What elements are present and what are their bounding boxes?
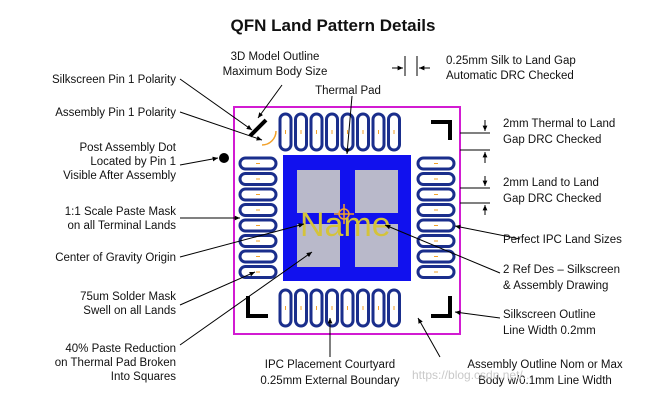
silk-pin1-chamfer xyxy=(248,118,268,138)
post-assembly-dot xyxy=(219,153,229,163)
silk-corner-top-right xyxy=(431,120,452,140)
ref-des-text: Name xyxy=(300,206,391,244)
paste-square-bottom-right xyxy=(355,224,398,267)
label-paste-mask-1: 1:1 Scale Paste Mask xyxy=(65,206,176,218)
top-labels: 3D Model Outline Maximum Body Size Therm… xyxy=(223,51,381,97)
label-ref-des-1: 2 Ref Des – Silkscreen xyxy=(503,264,620,276)
assembly-pin1-marker xyxy=(261,130,277,146)
label-silk-outline-1: Silkscreen Outline xyxy=(503,309,596,321)
diagram-title: QFN Land Pattern Details xyxy=(231,16,436,35)
label-solder-mask-1: 75um Solder Mask xyxy=(80,291,176,303)
dimension-marks xyxy=(392,56,490,215)
label-silk-pin1: Silkscreen Pin 1 Polarity xyxy=(52,74,176,86)
label-ipc-land: Perfect IPC Land Sizes xyxy=(503,234,622,246)
label-model-outline-2: Maximum Body Size xyxy=(223,66,328,78)
label-paste-mask-2: on all Terminal Lands xyxy=(68,220,177,232)
paste-square-top-right xyxy=(355,170,398,213)
label-silk-outline-2: Line Width 0.2mm xyxy=(503,325,596,337)
leader-lines xyxy=(179,78,521,358)
label-thermal-gap-1: 2mm Thermal to Land xyxy=(503,118,615,130)
label-assy-outline-2: Body w/0.1mm Line Width xyxy=(478,375,612,387)
label-post-dot-1: Post Assembly Dot xyxy=(79,142,176,154)
label-placement-2: 0.25mm External Boundary xyxy=(260,375,400,387)
label-paste-reduction-3: Into Squares xyxy=(111,371,176,383)
label-silk-gap-2: Automatic DRC Checked xyxy=(446,70,574,82)
terminal-lands xyxy=(238,112,456,328)
center-of-gravity-marker xyxy=(334,204,354,224)
label-land-gap-1: 2mm Land to Land xyxy=(503,177,599,189)
label-thermal-gap-2: Gap DRC Checked xyxy=(503,134,601,146)
watermark: https://blog.csdn.net/... xyxy=(412,368,533,382)
left-labels: Silkscreen Pin 1 Polarity Assembly Pin 1… xyxy=(52,74,177,383)
placement-courtyard xyxy=(233,106,461,335)
right-labels: 0.25mm Silk to Land Gap Automatic DRC Ch… xyxy=(446,55,622,337)
silkscreen-outline xyxy=(246,118,452,318)
label-assy-pin1: Assembly Pin 1 Polarity xyxy=(55,107,176,119)
bottom-labels: IPC Placement Courtyard 0.25mm External … xyxy=(260,359,623,387)
label-silk-gap-1: 0.25mm Silk to Land Gap xyxy=(446,55,576,67)
silk-corner-bottom-left xyxy=(246,296,268,318)
label-thermal-pad: Thermal Pad xyxy=(315,85,381,97)
label-post-dot-3: Visible After Assembly xyxy=(63,170,176,182)
label-paste-reduction-2: on Thermal Pad Broken xyxy=(55,357,176,369)
label-solder-mask-2: Swell on all Lands xyxy=(83,305,176,317)
label-assy-outline-1: Assembly Outline Nom or Max xyxy=(467,359,623,371)
paste-square-top-left xyxy=(297,170,340,213)
label-model-outline-1: 3D Model Outline xyxy=(231,51,320,63)
label-post-dot-2: Located by Pin 1 xyxy=(90,156,176,168)
label-ref-des-2: & Assembly Drawing xyxy=(503,280,608,292)
label-placement-1: IPC Placement Courtyard xyxy=(265,359,395,371)
label-land-gap-2: Gap DRC Checked xyxy=(503,193,601,205)
paste-square-bottom-left xyxy=(297,224,340,267)
label-paste-reduction-1: 40% Paste Reduction xyxy=(65,343,176,355)
silk-corner-bottom-right xyxy=(431,296,452,318)
label-cog: Center of Gravity Origin xyxy=(55,252,176,264)
